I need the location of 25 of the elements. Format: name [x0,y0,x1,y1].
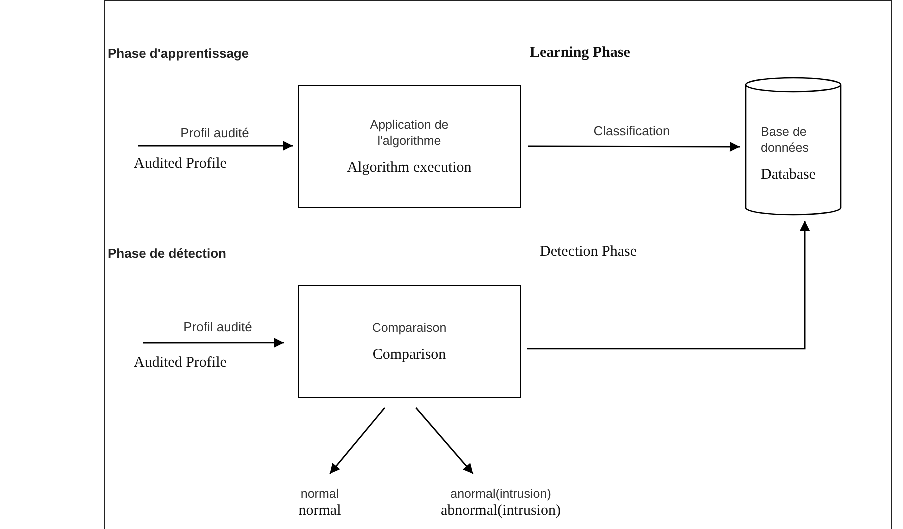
arrow [330,408,386,474]
outcome-label-english: abnormal(intrusion) [441,502,561,520]
input-label-english: Audited Profile [134,355,227,372]
process-label-english: Algorithm execution [347,158,472,176]
process-box [298,285,521,398]
process-box [298,85,521,208]
arrow [527,221,810,350]
edge-label: Profil audité [178,126,252,140]
outcome-label: normal [300,486,340,502]
process-label: Application de l'algorithme [369,116,450,148]
section-heading-english: Learning Phase [530,45,630,62]
arrow [528,142,740,152]
outcome-label-english: normal [298,502,342,520]
section-heading: Phase de détection [108,246,226,261]
edge-label: Profil audité [182,320,254,334]
outcome-label: anormal(intrusion) [450,486,552,502]
section-heading-english: Detection Phase [540,244,638,261]
process-label-english: Comparison [372,346,446,364]
section-heading: Phase d'apprentissage [108,46,250,61]
arrow [138,141,293,151]
edge-label: Classification [592,124,672,138]
arrow [416,408,474,474]
process-label: Comparaison [372,320,447,336]
arrow [143,338,284,348]
input-label-english: Audited Profile [134,156,227,173]
